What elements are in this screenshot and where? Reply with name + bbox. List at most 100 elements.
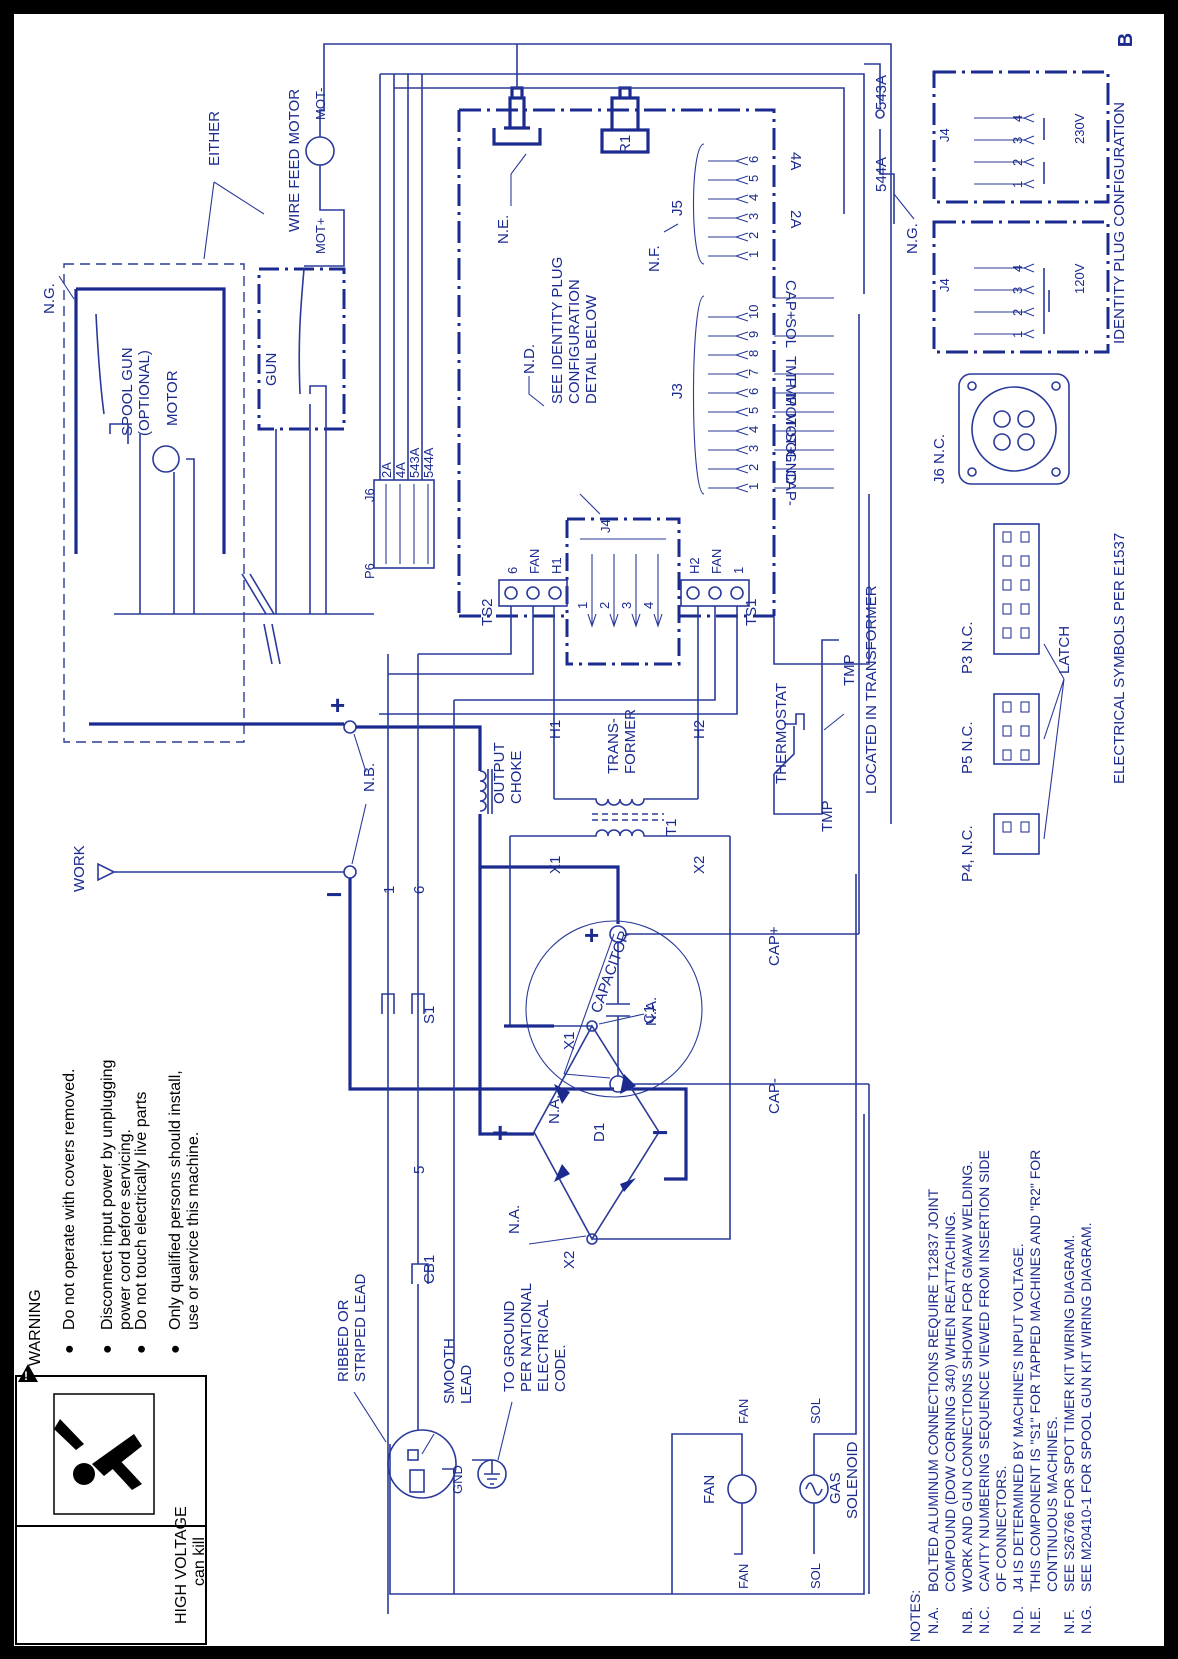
gnd-label: GND [450,1465,465,1494]
note-code: N.F. [1061,1609,1077,1634]
warning-bullet: Do not operate with covers removed. [61,1069,78,1330]
j4-pin-number: 3 [619,602,634,609]
j3-pin [708,464,749,474]
j3-pin-number: 10 [746,305,761,319]
d1-label: D1 [591,1123,608,1142]
j3-wire-label: CAP+ [782,280,799,320]
svg-text:+: + [584,920,599,950]
j3-pin-number: 2 [746,464,761,471]
identity-plug-label: IDENTITY PLUG CONFIGURATION [1111,102,1128,344]
work-label: WORK [71,845,88,892]
connector-pin [1002,821,1012,833]
identity-plug-pin [974,285,1035,295]
gas-solenoid-label-1: GAS [827,1472,844,1504]
identity-plug-jumper [1043,268,1050,334]
j5-pin-number: 2 [746,232,761,239]
tmp-label-1: TMP [819,800,836,832]
warning-bullet: Do not touch electrically live parts [133,1092,150,1330]
j3-pin [708,369,749,379]
circuit-breaker-cb1[interactable]: CB1 5 [411,654,438,1314]
j6-label: J6 [362,488,377,502]
bridge-rectifier-d1[interactable]: D1 + − X1 X2 N.A. N.A. [478,867,668,1269]
ground-label-1: TO GROUND [501,1300,518,1392]
svg-text:●: ● [133,1344,150,1354]
potentiometer-ne[interactable] [492,44,542,146]
j4-pin [587,554,597,628]
switch-s1[interactable]: S1 1 6 [381,654,438,1614]
j5-pin [708,213,749,223]
thermostat[interactable]: THERMOSTAT TMP TMP LOCATED IN TRANSFORME… [773,585,880,832]
ts1-wire-1: 1 [731,567,746,574]
j5-pin [708,194,749,204]
identity-plug-pin [974,135,1035,145]
ts2-label: TS2 [479,598,496,626]
j6-wire-label: 4A [393,462,408,478]
v230-label: 230V [1072,113,1087,144]
x1-bridge-label: X1 [561,1032,578,1050]
fan[interactable]: FAN FAN FAN [671,1399,757,1594]
j4-pin [653,554,663,628]
identity-plug-pin [974,179,1035,189]
either-label: EITHER [206,111,223,166]
gun-box[interactable]: GUN [257,267,346,431]
spool-gun-label: SPOOL GUN [119,347,136,436]
output-choke[interactable]: OUTPUT CHOKE [478,742,620,924]
connector-pin [1002,555,1012,567]
spool-gun-box[interactable]: SPOOL GUN (OPTIONAL) MOTOR N.G. [41,263,245,743]
warning-bullets: ● Do not operate with covers removed. ● … [61,1060,202,1354]
p4-connector: P4, N.C. [959,813,1040,882]
j3-pin-number: 8 [746,350,761,357]
ts1-h2: H2 [687,557,702,574]
identity-plug-pin [974,263,1035,273]
gas-solenoid[interactable]: GAS SOLENOID SOL SOL [799,874,861,1589]
connector-pin [1020,627,1030,639]
positive-output-terminal[interactable]: + [89,690,482,771]
fan-terminal-1: FAN [736,1399,751,1424]
wire-5-label: 5 [411,1166,428,1174]
wire-543a-label: 543A [873,75,890,110]
x2-bridge-label: X2 [561,1251,578,1269]
h2-label: H2 [691,720,708,739]
j3-pin [708,312,749,322]
r1-label: R1 [617,135,634,154]
ts1-terminal-strip[interactable]: TS1 H2 FAN 1 [680,549,760,626]
j3-pin-number: 4 [746,426,761,433]
warning-bullet: use or service this machine. [185,1132,202,1330]
identity-plug-pin-number: 2 [1010,309,1025,316]
h1-label: H1 [547,720,564,739]
ts1-label: TS1 [743,598,760,626]
note-code: N.A. [925,1607,941,1634]
transformer-t1[interactable]: TRANS- FORMER T1 H1 H2 X1 X2 [509,606,731,1240]
x1-top-label: X1 [547,856,564,874]
ts2-terminal-strip[interactable]: TS2 6 FAN H1 [479,549,568,626]
x2-top-label: X2 [691,856,708,874]
smooth-label-2: LEAD [458,1365,475,1404]
svg-text:−: − [326,879,342,910]
j5-pin [708,251,749,261]
j4-pin [631,554,641,628]
j3-wire-label: TMP [782,375,799,407]
j5-pin [708,175,749,185]
work-terminal[interactable]: WORK − [71,845,614,1091]
j3-wire-label: GND [782,451,799,485]
ng-label: N.G. [904,223,921,254]
nb-label: N.B. [361,763,378,792]
note-text: COMPOUND (DOW CORNING 340) WHEN REATTACH… [942,1211,958,1592]
p5-connector: P5 N.C. [959,693,1040,774]
output-choke-label-2: CHOKE [508,751,525,804]
cb1-label: CB1 [421,1255,438,1284]
identity-plug-pin [974,113,1035,123]
transformer-label-1: TRANS- [605,718,622,774]
notes-heading: NOTES: [907,1590,923,1642]
potentiometer-r1[interactable]: R1 [600,86,650,154]
cap-plus-label: CAP+ [766,926,783,966]
identity-plug-pin [974,329,1035,339]
j3-pin-number: 7 [746,369,761,376]
j3-wire-label: MOT- [782,394,799,432]
ground-label-3: ELECTRICAL [535,1299,552,1392]
ne-label: N.E. [495,215,512,244]
